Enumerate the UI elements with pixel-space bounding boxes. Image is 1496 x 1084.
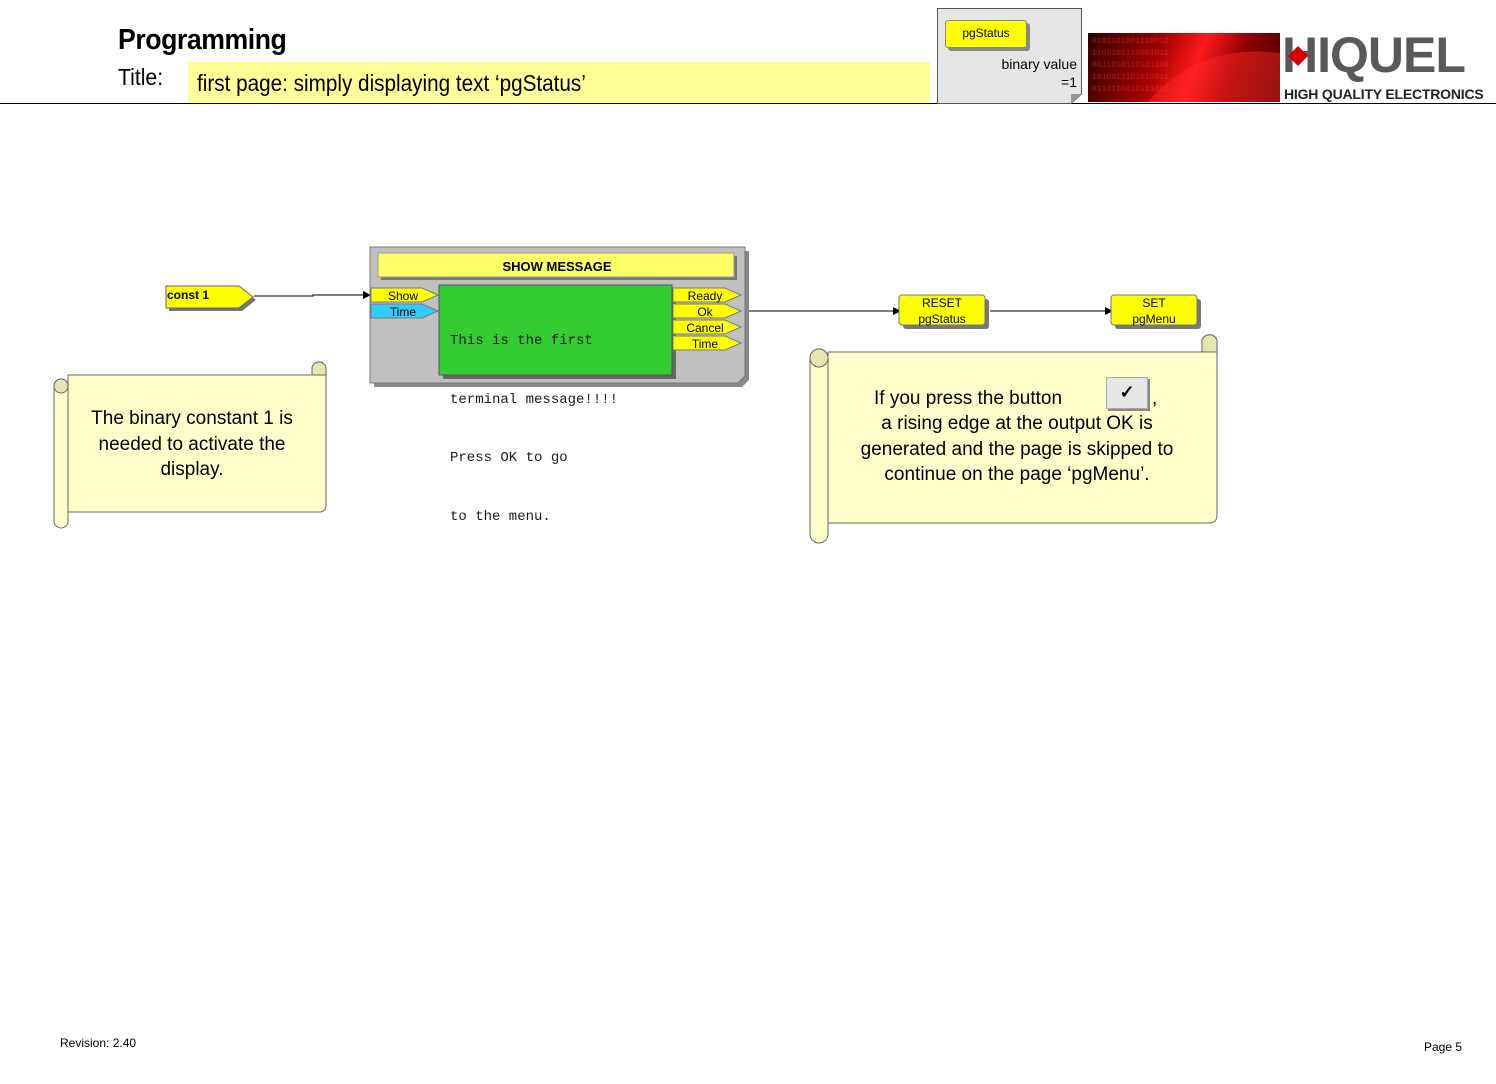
note-right-line1: If you press the button — [874, 386, 1062, 412]
svg-text:1010011101010011: 1010011101010011 — [1092, 73, 1169, 82]
logo-wordmark: HIQUEL — [1282, 27, 1466, 83]
svg-text:1100101110001011: 1100101110001011 — [1092, 49, 1169, 58]
message-line: terminal message!!!! — [450, 391, 619, 408]
variable-value: =1 — [1061, 74, 1077, 90]
page-title: Programming — [118, 24, 287, 56]
svg-text:0011010110101100: 0011010110101100 — [1092, 61, 1169, 70]
show-message-block[interactable] — [368, 245, 750, 390]
reset-line1: RESET — [921, 296, 962, 310]
page-number: Page 5 — [1424, 1040, 1463, 1054]
note-right-line1-text: If you press the button — [874, 388, 1063, 409]
reset-line2: pgStatus — [918, 312, 966, 326]
note-line: generated and the page is skipped to — [860, 438, 1174, 460]
title-field — [188, 62, 930, 103]
message-line: to the menu. — [450, 508, 551, 525]
note-line: The binary constant 1 is — [91, 408, 293, 429]
port-time-out — [672, 335, 743, 351]
note-line: a rising edge at the output OK is — [881, 413, 1153, 434]
variable-type: binary value — [1001, 56, 1078, 72]
note-left-text: The binary constant 1 is needed to activ… — [70, 406, 314, 483]
svg-text:0110110010111010: 0110110010111010 — [1092, 85, 1169, 94]
set-line1: SET — [1142, 296, 1166, 310]
logo-tagline: HIGH QUALITY ELECTRONICS — [1284, 86, 1484, 102]
terminal-message: This is the first terminal message!!!! P… — [450, 293, 618, 547]
svg-text:0101101001110010: 0101101001110010 — [1092, 37, 1169, 46]
header-divider — [0, 103, 1496, 104]
set-block[interactable] — [1109, 293, 1205, 331]
revision-label: Revision: 2.40 — [60, 1036, 137, 1050]
variable-tag: pgStatus — [945, 20, 1027, 48]
note-line: display. — [160, 459, 224, 480]
port-time-in-label: Time — [389, 305, 417, 319]
message-line: Press OK to go — [450, 450, 568, 466]
port-ok-label: Ok — [697, 305, 713, 319]
note-line: continue on the page ‘pgMenu’. — [884, 464, 1150, 485]
note-right-comma: , — [1152, 388, 1158, 409]
port-ready-label: Ready — [687, 289, 723, 303]
const-block[interactable] — [164, 283, 260, 313]
port-cancel-label: Cancel — [686, 321, 724, 335]
message-line: This is the first — [450, 333, 593, 349]
port-ready — [672, 287, 743, 303]
port-show — [370, 287, 440, 303]
ok-button-illustration: ✓ — [1106, 377, 1148, 409]
logo-photo: 0101101001110010 1100101110001011 001101… — [1088, 33, 1280, 102]
check-icon: ✓ — [1119, 382, 1135, 402]
title-label: Title: — [118, 64, 164, 90]
title-value: first page: simply displaying text ‘pgSt… — [197, 70, 586, 96]
port-time-out-label: Time — [691, 337, 719, 351]
wire-const-to-show — [254, 291, 371, 299]
port-show-label: Show — [387, 289, 419, 303]
show-message-title: SHOW MESSAGE — [502, 259, 612, 274]
port-time-in — [370, 303, 440, 319]
port-cancel — [672, 319, 743, 335]
const-block-label: const 1 — [167, 288, 210, 302]
note-right-text: a rising edge at the output OK is genera… — [826, 411, 1208, 488]
logo-diamond-icon — [1288, 46, 1308, 66]
reset-block[interactable] — [897, 293, 993, 331]
note-line: needed to activate the — [98, 433, 286, 455]
set-line2: pgMenu — [1132, 312, 1176, 326]
note-scroll-left — [53, 361, 327, 529]
port-ok — [672, 303, 743, 319]
